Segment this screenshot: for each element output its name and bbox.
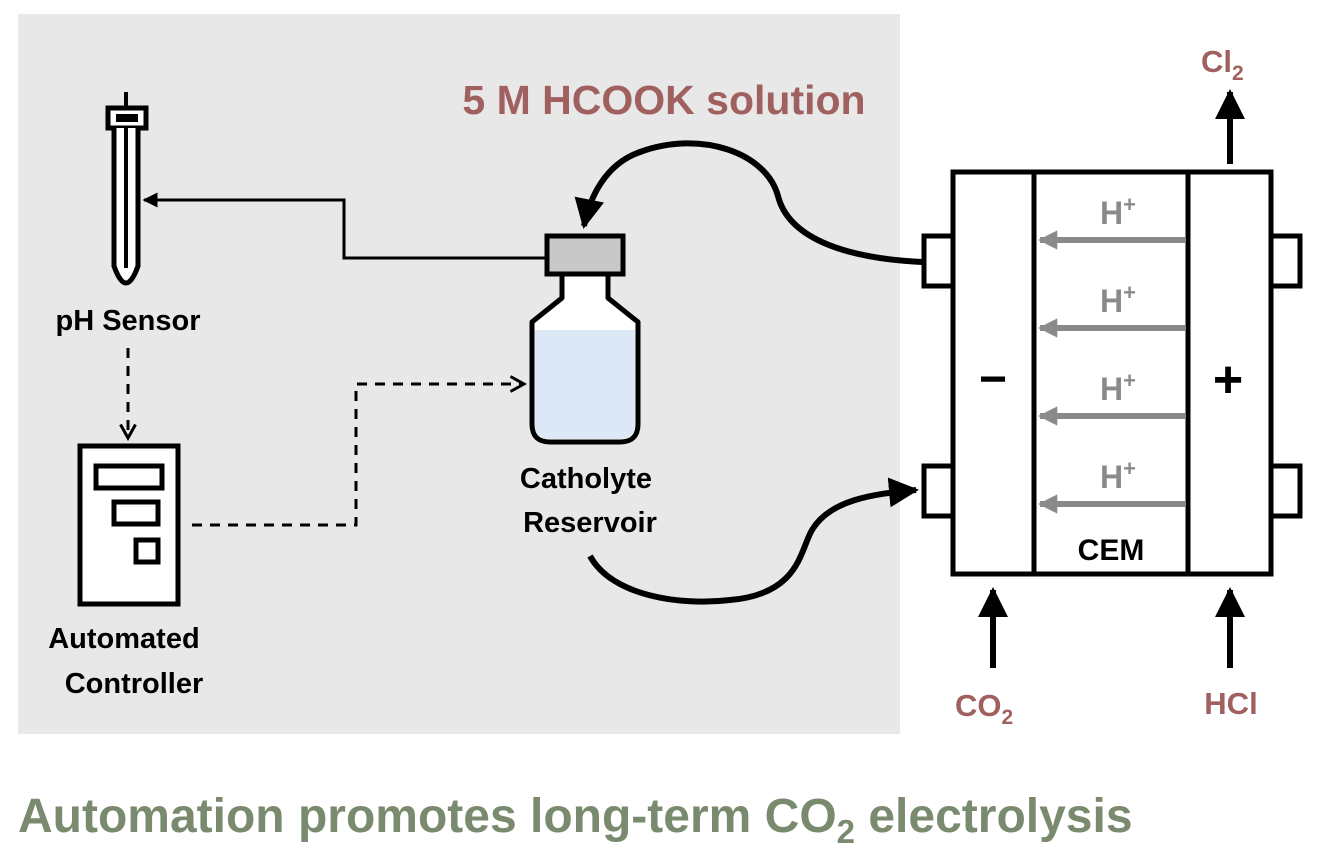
proton-label: H+ (1100, 192, 1136, 231)
proton-label-charge: + (1123, 368, 1136, 393)
controller-label: Automated Controller (48, 623, 208, 700)
controller-label-line1: Automated (48, 623, 199, 655)
headline-after: electrolysis (855, 790, 1133, 843)
cl2-base: Cl (1201, 44, 1232, 79)
cathode-port-bottom (921, 463, 956, 519)
anode-port-top (1268, 233, 1303, 289)
controller-to-reservoir-signal (192, 384, 524, 527)
headline-before: Automation promotes long-term CO (18, 790, 837, 843)
reservoir-label-line1: Catholyte (520, 463, 652, 495)
proton-label-charge: + (1123, 456, 1136, 481)
proton-arrows: H+H+H+H+ (1038, 192, 1186, 514)
co2-sub: 2 (1002, 706, 1014, 729)
cathode-port-top (921, 233, 956, 289)
membrane-label: CEM (1078, 534, 1145, 567)
ph-sensor-label: pH Sensor (55, 305, 200, 337)
proton-label-base: H (1100, 283, 1123, 319)
cell-to-reservoir-tube (574, 140, 923, 265)
proton-label: H+ (1100, 368, 1136, 407)
proton-label: H+ (1100, 280, 1136, 319)
proton-label-base: H (1100, 371, 1123, 407)
headline: Automation promotes long-term CO2 electr… (18, 790, 1133, 850)
cathode-sign: − (979, 353, 1007, 406)
automation-panel (18, 14, 900, 734)
ph-sensor-icon (105, 92, 149, 286)
controller-icon (77, 443, 181, 607)
hcl-label: HCl (1204, 686, 1257, 721)
reservoir-label-line2: Reservoir (523, 507, 657, 539)
anode-sign: + (1213, 351, 1243, 409)
reservoir-to-cell-tube (587, 477, 919, 605)
proton-label: H+ (1100, 456, 1136, 495)
proton-label-base: H (1100, 195, 1123, 231)
reservoir-to-sensor-line (142, 192, 547, 260)
proton-label-charge: + (1123, 192, 1136, 217)
anode-port-bottom (1268, 463, 1303, 519)
headline-sub: 2 (837, 813, 855, 850)
solution-label: 5 M HCOOK solution (462, 77, 865, 123)
cl2-label: Cl2 (1201, 44, 1244, 85)
reservoir-label: Catholyte Reservoir (520, 463, 660, 539)
controller-label-line2: Controller (65, 668, 204, 700)
proton-label-charge: + (1123, 280, 1136, 305)
proton-label-base: H (1100, 459, 1123, 495)
co2-base: CO (955, 688, 1002, 723)
reservoir-bottle-icon (529, 233, 641, 445)
cl2-sub: 2 (1232, 62, 1244, 85)
co2-label: CO2 (955, 688, 1013, 729)
